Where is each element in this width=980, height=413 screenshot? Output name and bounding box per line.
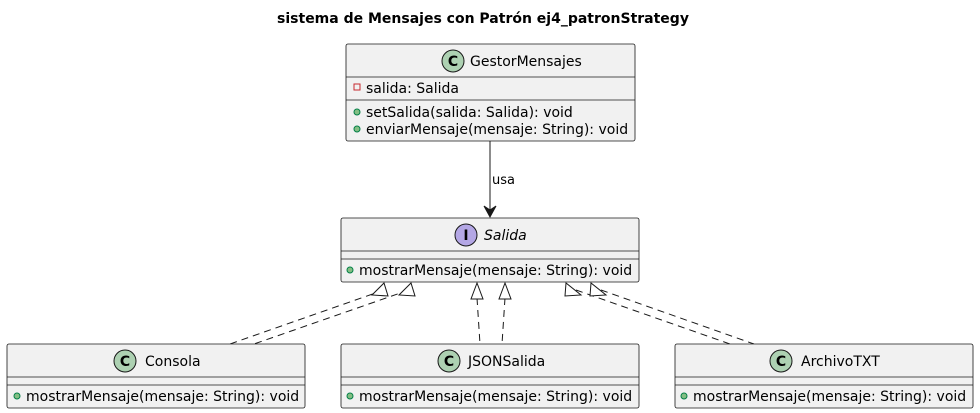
class-gestormensajes: C GestorMensajes salida: Salida setSalid… xyxy=(345,43,636,142)
svg-text:C: C xyxy=(448,54,458,70)
uses-label: usa xyxy=(492,173,515,188)
realization-archivotxt xyxy=(564,282,755,345)
interface-badge-icon xyxy=(454,223,478,247)
private-visibility-icon xyxy=(353,83,361,91)
realization-arrow-icon xyxy=(370,282,389,297)
class-archivotxt: C ArchivoTXT mostrarMensaje(mensaje: Str… xyxy=(674,343,974,409)
class-name: GestorMensajes xyxy=(470,54,582,70)
public-visibility-icon xyxy=(13,392,21,400)
class-badge-icon xyxy=(113,349,137,373)
realization-arrow-icon xyxy=(498,281,512,300)
realization-arrow-icon xyxy=(589,282,608,297)
svg-text:C: C xyxy=(444,354,454,370)
svg-text:I: I xyxy=(463,228,468,244)
method-mostrarmensaje: mostrarMensaje(mensaje: String): void xyxy=(359,263,632,279)
public-visibility-icon xyxy=(353,108,361,116)
class-name: JSONSalida xyxy=(467,354,545,370)
class-badge-icon xyxy=(437,349,461,373)
interface-name: Salida xyxy=(484,228,527,244)
public-visibility-icon xyxy=(346,392,354,400)
method-enviarmensaje: enviarMensaje(mensaje: String): void xyxy=(366,122,628,138)
interface-salida: I Salida mostrarMensaje(mensaje: String)… xyxy=(340,217,640,283)
realization-jsonsalida xyxy=(470,281,512,345)
realization-consola xyxy=(229,282,416,345)
uses-association: usa xyxy=(483,141,515,219)
method-mostrarmensaje: mostrarMensaje(mensaje: String): void xyxy=(693,389,966,405)
arrow-head-icon xyxy=(483,205,497,219)
method-setsalida: setSalida(salida: Salida): void xyxy=(366,105,573,121)
realization-arrow-icon xyxy=(564,282,583,297)
class-badge-icon xyxy=(441,49,465,73)
method-mostrarmensaje: mostrarMensaje(mensaje: String): void xyxy=(26,389,299,405)
public-visibility-icon xyxy=(680,392,688,400)
class-name: Consola xyxy=(145,354,201,370)
public-visibility-icon xyxy=(346,266,354,274)
attribute-salida: salida: Salida xyxy=(366,81,459,97)
diagram-title: sistema de Mensajes con Patrón ej4_patro… xyxy=(277,11,689,27)
class-jsonsalida: C JSONSalida mostrarMensaje(mensaje: Str… xyxy=(340,343,640,409)
svg-text:C: C xyxy=(120,354,130,370)
class-name: ArchivoTXT xyxy=(801,354,880,370)
method-mostrarmensaje: mostrarMensaje(mensaje: String): void xyxy=(359,389,632,405)
realization-arrow-icon xyxy=(470,281,484,300)
realization-arrow-icon xyxy=(397,282,416,297)
class-consola: C Consola mostrarMensaje(mensaje: String… xyxy=(6,343,306,409)
public-visibility-icon xyxy=(353,125,361,133)
class-badge-icon xyxy=(769,349,793,373)
svg-text:C: C xyxy=(776,354,786,370)
